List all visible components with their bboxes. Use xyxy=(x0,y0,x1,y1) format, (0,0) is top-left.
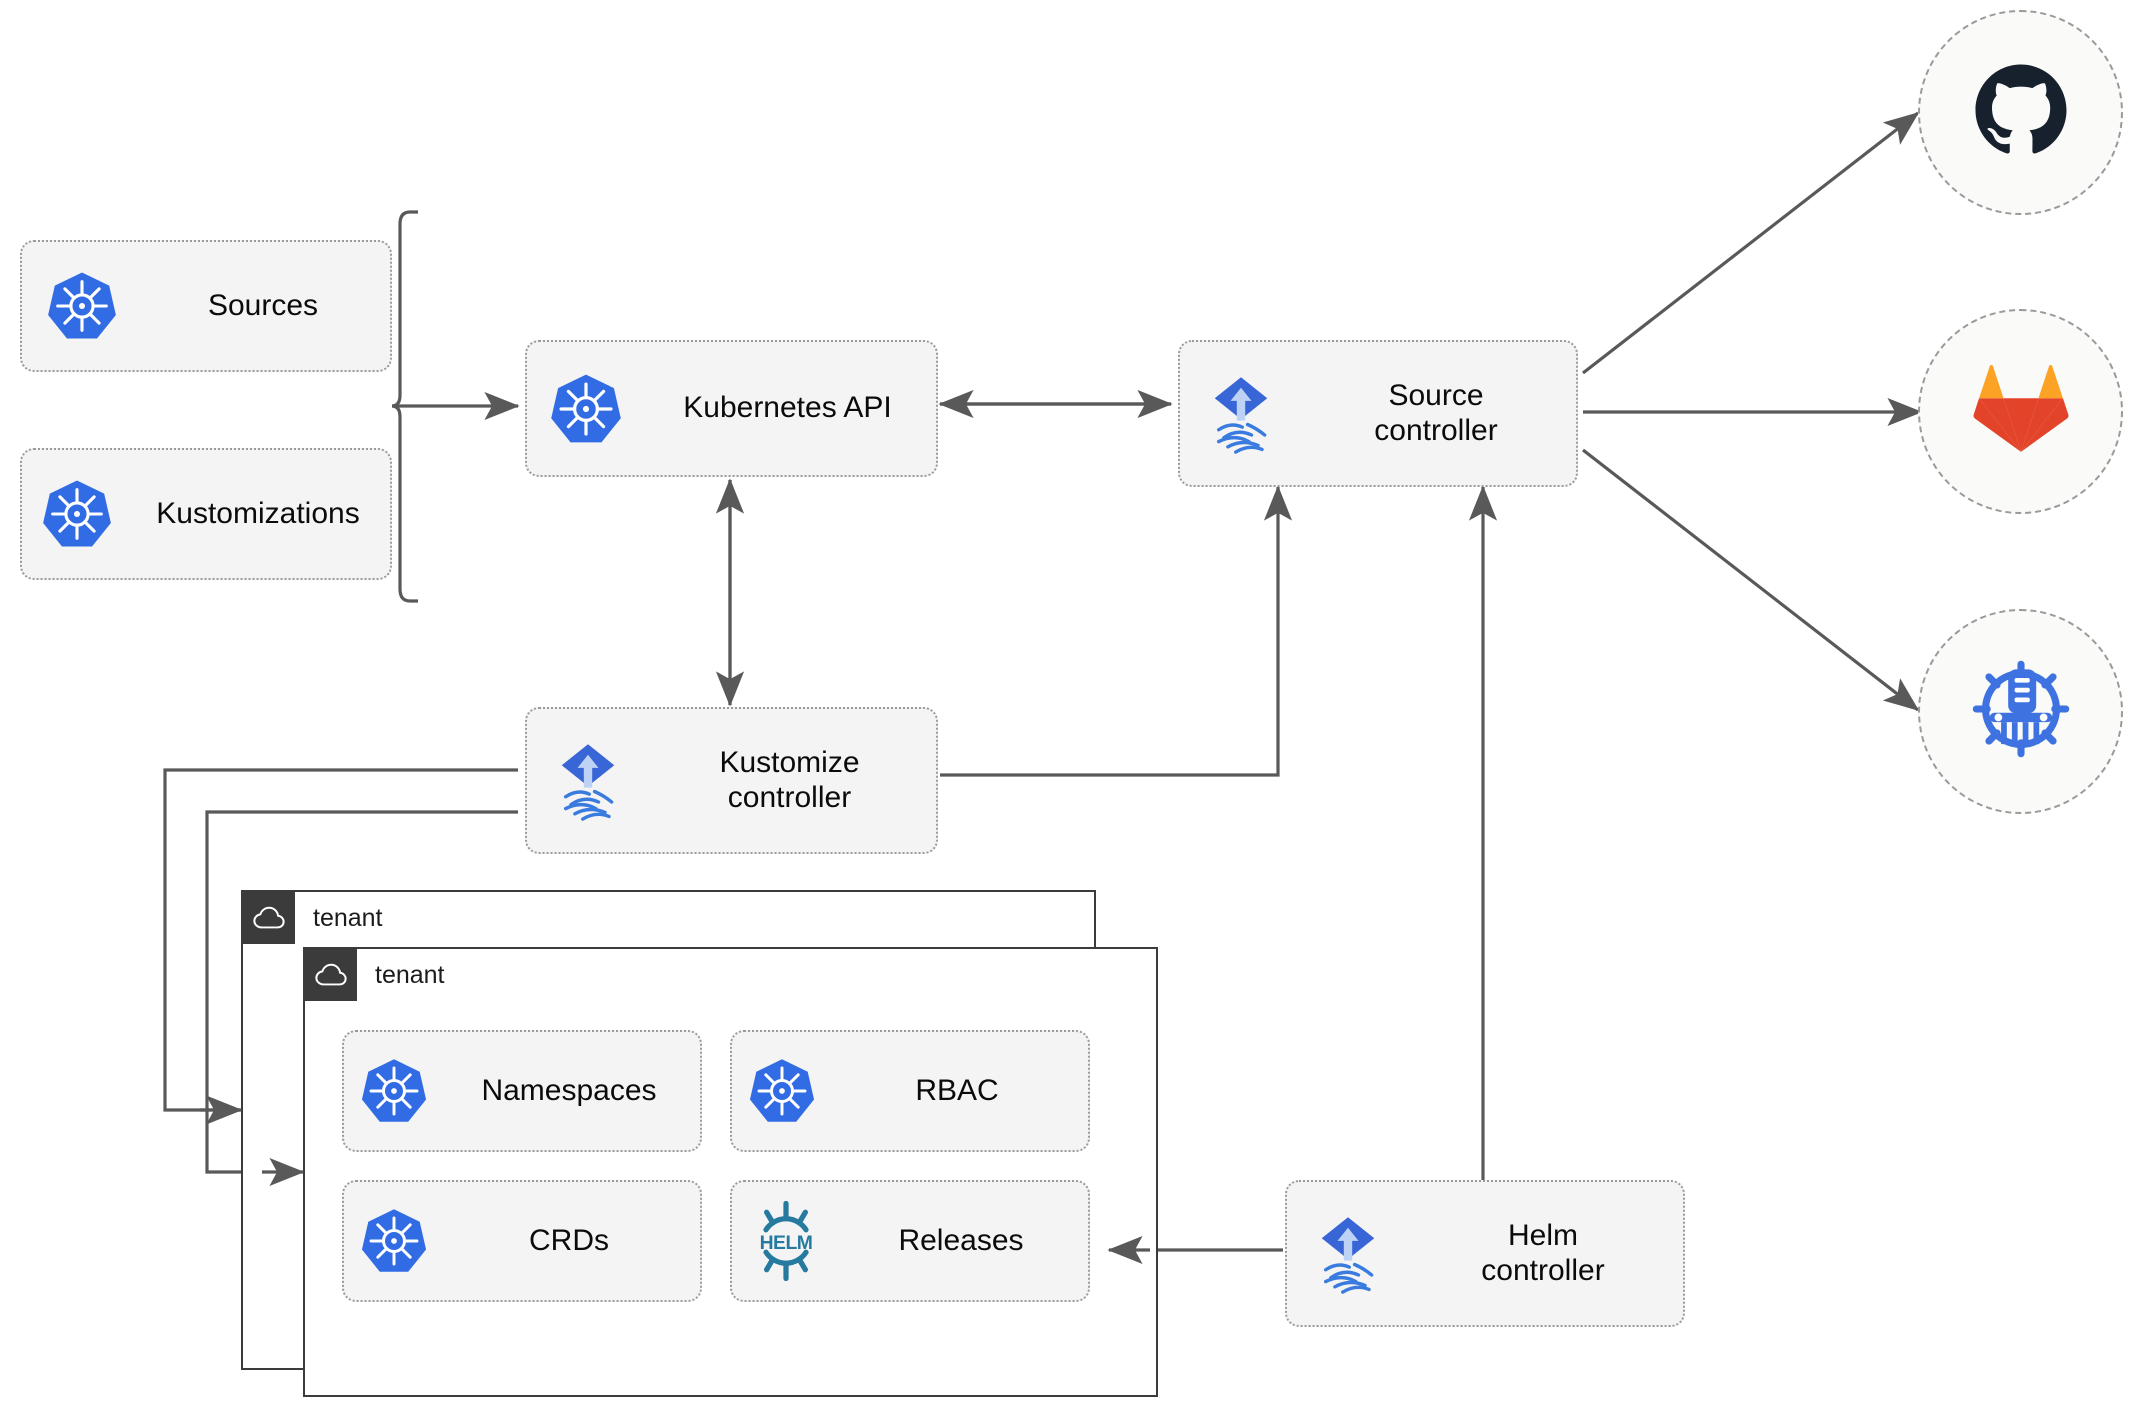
tenant-label: tenant xyxy=(375,961,445,989)
node-source-controller[interactable]: Source controller xyxy=(1178,340,1578,487)
node-label: Source controller xyxy=(1374,378,1498,447)
arrow-kustomize-to-source xyxy=(940,485,1293,777)
arrow-source-to-github xyxy=(1582,111,1920,375)
node-label: Kustomize controller xyxy=(719,745,860,814)
tenant-header: tenant xyxy=(305,949,445,1001)
github-icon xyxy=(1969,58,2073,167)
node-label: CRDs xyxy=(529,1223,609,1257)
node-label: Helm controller xyxy=(1481,1218,1605,1287)
flux-icon xyxy=(1180,372,1302,456)
svg-text:HELM: HELM xyxy=(760,1232,813,1254)
cloud-icon xyxy=(243,892,295,944)
node-namespaces[interactable]: Namespaces xyxy=(342,1030,702,1152)
node-label: RBAC xyxy=(915,1073,999,1107)
provider-chartmuseum[interactable] xyxy=(1918,609,2123,814)
kubernetes-icon xyxy=(344,1206,444,1276)
kubernetes-icon xyxy=(22,269,142,343)
provider-github[interactable] xyxy=(1918,10,2123,215)
tenant-frame-front[interactable]: tenant xyxy=(303,947,1158,1397)
arrow-source-to-chartmuseum xyxy=(1582,448,1920,712)
tenant-header: tenant xyxy=(243,892,383,944)
flux-icon xyxy=(527,739,649,823)
node-label: Kustomizations xyxy=(156,496,360,530)
kubernetes-icon xyxy=(732,1056,832,1126)
node-releases[interactable]: HELM Releases xyxy=(730,1180,1090,1302)
node-label: Kubernetes API xyxy=(683,391,892,425)
kubernetes-icon xyxy=(344,1056,444,1126)
node-crds[interactable]: CRDs xyxy=(342,1180,702,1302)
node-helm-controller[interactable]: Helm controller xyxy=(1285,1180,1685,1327)
node-kustomize-controller[interactable]: Kustomize controller xyxy=(525,707,938,854)
kubernetes-icon xyxy=(527,371,645,447)
node-kubernetes-api[interactable]: Kubernetes API xyxy=(525,340,938,477)
gitlab-icon xyxy=(1972,360,2070,463)
node-label: Sources xyxy=(207,288,319,322)
tenant-label: tenant xyxy=(313,904,383,932)
node-label: Namespaces xyxy=(481,1073,657,1107)
node-sources[interactable]: Sources xyxy=(20,240,392,372)
cloud-icon xyxy=(305,949,357,1001)
provider-gitlab[interactable] xyxy=(1918,309,2123,514)
node-rbac[interactable]: RBAC xyxy=(730,1030,1090,1152)
flux-icon xyxy=(1287,1212,1409,1296)
chartmuseum-icon xyxy=(1967,655,2075,768)
helm-icon: HELM xyxy=(732,1201,840,1281)
node-label: Releases xyxy=(898,1223,1024,1257)
kubernetes-icon xyxy=(22,477,132,551)
node-kustomizations[interactable]: Kustomizations xyxy=(20,448,392,580)
